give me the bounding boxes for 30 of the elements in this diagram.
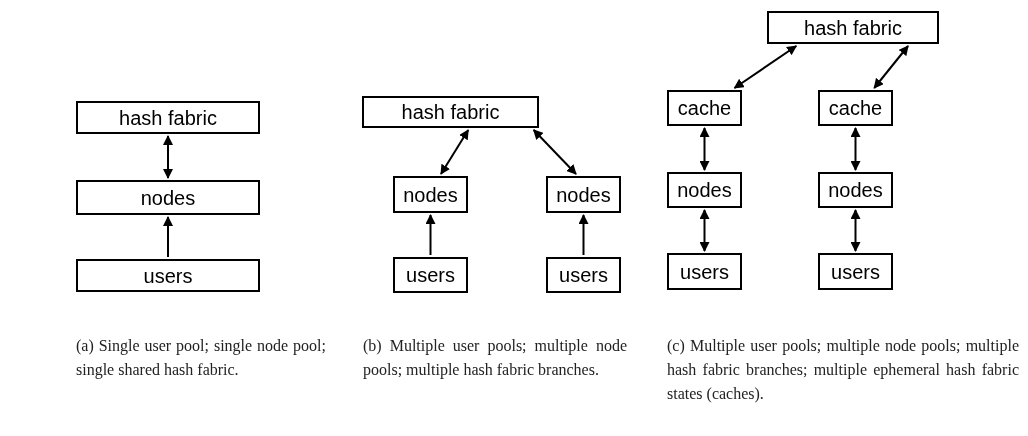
arrow (699, 209, 710, 252)
process-box: users (393, 257, 468, 293)
process-box: users (667, 253, 742, 290)
arrow (425, 214, 436, 256)
caption: (b) Multiple user pools; multiple node pools; multiple hash fabric branches. (363, 336, 627, 381)
process-box: cache (818, 90, 893, 126)
arrow (578, 214, 589, 256)
process-box: nodes (76, 180, 260, 215)
arrow (532, 129, 577, 175)
process-box: hash fabric (362, 96, 539, 128)
arrow (733, 45, 798, 89)
process-box: hash fabric (76, 101, 260, 134)
arrow (163, 216, 173, 258)
arrow (850, 209, 861, 252)
arrow (699, 127, 710, 171)
process-box: nodes (546, 176, 621, 213)
process-box: users (546, 257, 621, 293)
process-box: users (818, 253, 893, 290)
process-box: cache (667, 90, 742, 126)
arrow (163, 135, 173, 179)
arrow (440, 129, 470, 175)
process-box: nodes (818, 172, 893, 208)
caption: (a) Single user pool; single node pool; single shared hash fabric. (76, 336, 326, 381)
caption: (c) Multiple user pools; multiple node pools; multiple hash fabric branches; multiple ephemeral hash fabric states (caches). (667, 336, 1019, 405)
arrow (850, 127, 861, 171)
process-box: users (76, 259, 260, 292)
process-box: nodes (667, 172, 742, 208)
process-box: hash fabric (767, 11, 939, 44)
process-box: nodes (393, 176, 468, 213)
arrow (873, 45, 910, 89)
